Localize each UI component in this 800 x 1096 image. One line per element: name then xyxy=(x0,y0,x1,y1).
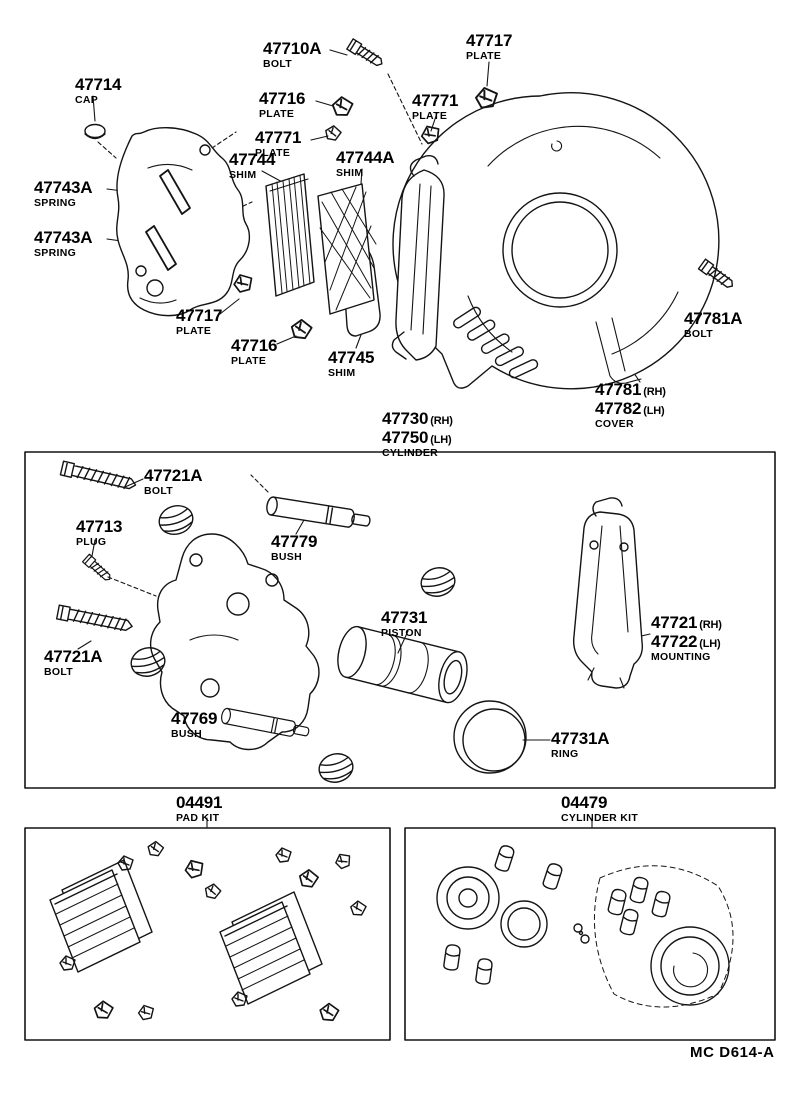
boot-drawing xyxy=(541,861,564,892)
part-label-cylinder: 47730(RH)47750(LH)CYLINDER xyxy=(382,409,453,459)
drawing-code: MC D614-A xyxy=(690,1044,775,1061)
cap-drawing xyxy=(84,123,106,140)
pad-spring-drawing xyxy=(145,225,177,271)
part-label-mounting: 47721(RH)47722(LH)MOUNTING xyxy=(651,613,722,663)
plate-clip-drawing xyxy=(232,272,255,294)
caliper-drawing xyxy=(116,127,251,317)
boot-drawing xyxy=(442,943,462,972)
cylinder-kit-box xyxy=(404,827,776,1041)
cylinder-body-drawing xyxy=(149,533,320,751)
brake-pad-drawing xyxy=(49,859,153,973)
plate-clip-drawing xyxy=(330,95,355,118)
cylinder-assembly-drawing xyxy=(55,460,644,787)
piston-drawing xyxy=(337,625,468,704)
boot-drawing xyxy=(493,843,516,874)
mount-bolt-drawing xyxy=(59,460,138,493)
plate-clip-drawing xyxy=(475,87,498,109)
slide-pin-drawing xyxy=(264,495,372,532)
torque-plate-drawing xyxy=(391,154,445,361)
bush-drawing xyxy=(154,500,198,540)
bush-drawing xyxy=(417,563,459,601)
brake-pad-drawing xyxy=(219,891,323,1005)
cylinder-kit-drawing xyxy=(436,843,734,1008)
top-hardware-drawing xyxy=(84,38,737,342)
boot-drawing xyxy=(474,957,494,986)
boot-drawing xyxy=(650,889,672,919)
leader-lines-dashed xyxy=(97,73,423,597)
boot-drawing xyxy=(628,875,650,905)
part-label-cover: 47781(RH)47782(LH)COVER xyxy=(595,380,666,430)
pad-spring-drawing xyxy=(159,169,191,215)
plug-drawing xyxy=(81,553,114,584)
pad-kit-drawing xyxy=(49,839,368,1024)
bush-drawing xyxy=(315,749,357,787)
mount-bolt-drawing xyxy=(55,604,135,634)
cylinder-assembly-box xyxy=(24,451,776,789)
boot-drawing xyxy=(606,887,628,917)
pad-and-shims-drawing xyxy=(265,173,381,337)
mounting-bracket-drawing xyxy=(572,497,644,689)
dust-cover-drawing xyxy=(392,92,720,390)
ring-drawing xyxy=(453,700,527,774)
pad-kit-box xyxy=(24,827,391,1041)
plate-clip-drawing xyxy=(322,123,343,143)
